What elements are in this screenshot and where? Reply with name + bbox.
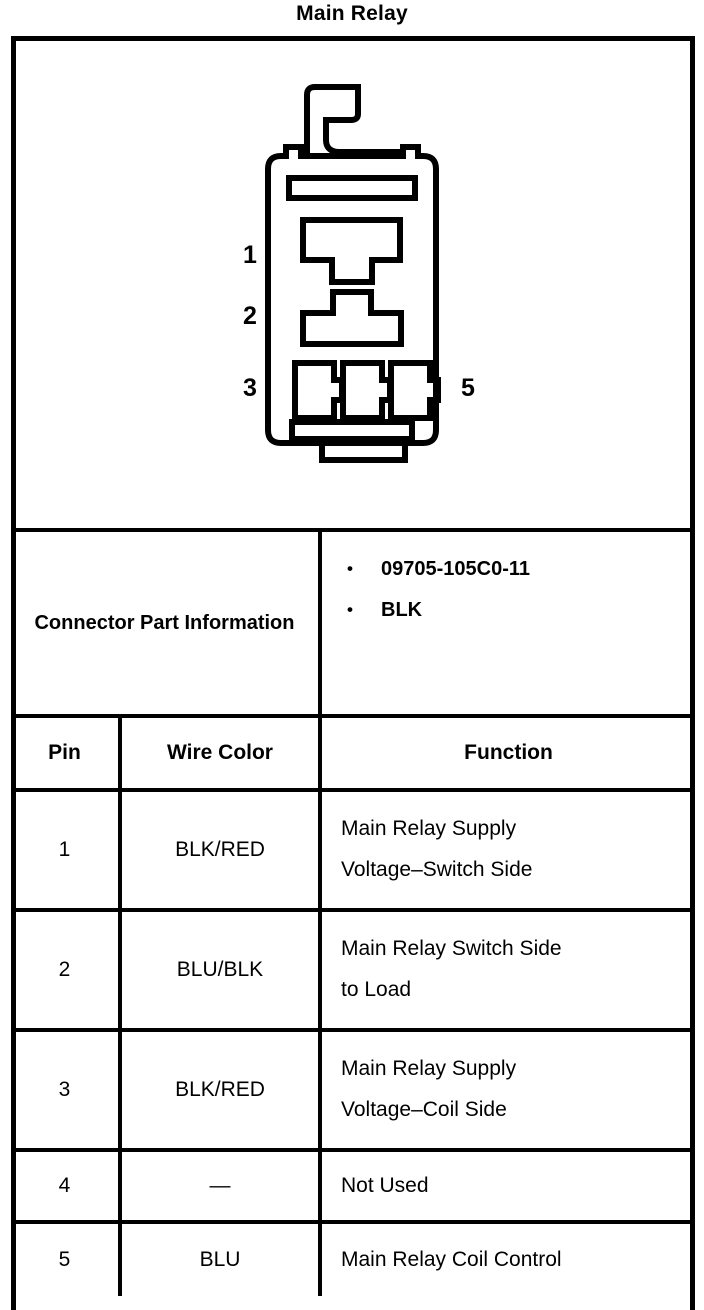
top-slot (286, 175, 418, 201)
function-text: Main Relay Supply Voltage–Coil Side (341, 1057, 517, 1121)
cell-function: Main Relay Coil Control (341, 1247, 562, 1271)
pin-3-cavity (292, 360, 345, 421)
cell-pin: 5 (11, 1224, 122, 1296)
pin-2-cavity (300, 289, 404, 347)
cell-wire-color: BLK/RED (122, 792, 322, 908)
cell-function: Main Relay Supply Voltage–Coil Side (322, 1032, 695, 1148)
bullet-icon: • (347, 600, 353, 619)
bottom-slot (289, 419, 415, 442)
pin-label-5: 5 (461, 374, 475, 402)
pin-table: Pin Wire Color Function 1 BLK/RED Main R… (11, 718, 695, 1296)
connector-part-information-label: Connector Part Information (11, 532, 322, 714)
table-row: 3 BLK/RED Main Relay Supply Voltage–Coil… (11, 1032, 695, 1152)
connector-body-outline (265, 144, 439, 446)
pin-label-3: 3 (243, 374, 257, 402)
cell-wire-color: BLK/RED (122, 1032, 322, 1148)
part-color-value: BLK (381, 599, 423, 621)
page-title: Main Relay (296, 2, 408, 25)
pin-4-cavity (340, 360, 393, 421)
pin-5-cavity (388, 360, 441, 421)
column-header-function: Function (464, 740, 553, 764)
part-color-item: • BLK (347, 599, 695, 622)
connector-diagram: 1 2 3 5 (11, 36, 695, 528)
part-number-item: • 09705-105C0-11 (347, 558, 695, 581)
pin-label-2: 2 (243, 302, 257, 330)
cell-pin: 4 (11, 1152, 122, 1220)
column-header-pin: Pin (11, 718, 122, 788)
pin-1-cavity (300, 217, 403, 285)
pin-label-1: 1 (243, 241, 257, 269)
table-row: 4 — Not Used (11, 1152, 695, 1224)
cell-wire-color: — (122, 1152, 322, 1220)
column-header-wire-color: Wire Color (122, 718, 322, 788)
cell-wire-color: BLU/BLK (122, 912, 322, 1028)
part-number-value: 09705-105C0-11 (381, 558, 531, 580)
bullet-icon: • (347, 559, 353, 578)
table-row: 1 BLK/RED Main Relay Supply Voltage–Swit… (11, 792, 695, 912)
latch-hook (304, 84, 405, 156)
pin-table-header-row: Pin Wire Color Function (11, 718, 695, 792)
cell-pin: 1 (11, 792, 122, 908)
cell-pin: 2 (11, 912, 122, 1028)
connector-part-information-row: Connector Part Information • 09705-105C0… (11, 528, 695, 718)
cell-wire-color: BLU (122, 1224, 322, 1296)
bottom-tab (319, 443, 408, 463)
function-text: Main Relay Supply Voltage–Switch Side (341, 817, 533, 881)
connector-drawing (265, 84, 441, 463)
table-row: 2 BLU/BLK Main Relay Switch Side to Load (11, 912, 695, 1032)
content-frame (11, 36, 695, 1310)
connector-part-information-values: • 09705-105C0-11 • BLK (322, 532, 695, 714)
cell-function: Main Relay Switch Side to Load (322, 912, 695, 1028)
cell-function: Not Used (341, 1173, 429, 1197)
cell-pin: 3 (11, 1032, 122, 1148)
function-text: Main Relay Switch Side to Load (341, 937, 562, 1001)
table-row: 5 BLU Main Relay Coil Control (11, 1224, 695, 1296)
cell-function: Main Relay Supply Voltage–Switch Side (322, 792, 695, 908)
